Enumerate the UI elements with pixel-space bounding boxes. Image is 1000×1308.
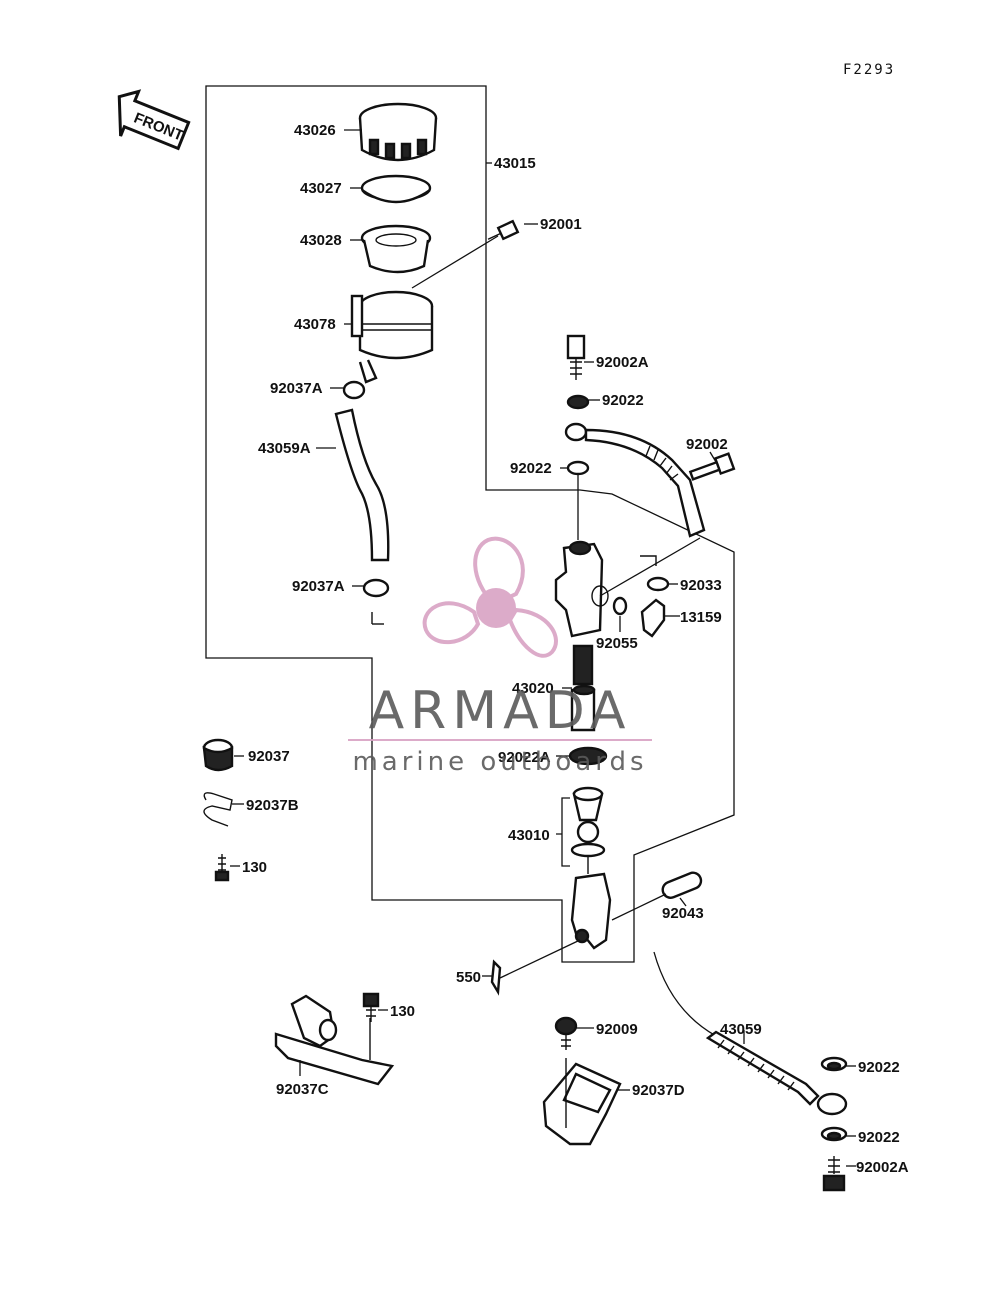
washer-92022-b [566,460,590,476]
washer-92022-d [820,1126,848,1142]
label-92002a-bottom: 92002A [856,1159,909,1176]
label-92037d: 92037D [632,1082,685,1099]
watermark-logo: ARMADA marine outboards [348,536,652,777]
banjo-bolt-bottom [822,1156,846,1192]
front-arrow-icon: FRONT [117,89,191,151]
watermark-brand: ARMADA [369,681,632,741]
label-92055: 92055 [596,635,638,652]
assembly-boundary-43015 [205,85,735,963]
reservoir-hose [334,408,390,562]
reservoir-cap [358,102,438,162]
reservoir [350,290,434,384]
label-43010: 43010 [508,827,550,844]
label-92002: 92002 [686,436,728,453]
label-92022-c: 92022 [858,1059,900,1076]
label-92002a-top: 92002A [596,354,649,371]
label-92037c: 92037C [276,1081,329,1098]
screw-130-b [362,992,380,1022]
label-92043: 92043 [662,905,704,922]
label-43027: 43027 [300,180,342,197]
propeller-icon [422,536,558,658]
hose-clamp-top [342,380,366,400]
watermark-tagline: marine outboards [352,747,647,777]
washer-92022-c [820,1056,848,1072]
washer-92022-a [566,394,590,410]
label-550: 550 [456,969,481,986]
brake-hose-lower [705,1030,848,1116]
guard-92037d [542,1058,622,1146]
label-92037a-top: 92037A [270,380,323,397]
grommet-92037 [202,738,234,772]
hose-fitting-13159 [640,598,666,638]
label-92022-a: 92022 [602,392,644,409]
label-92037: 92037 [248,748,290,765]
label-43015: 43015 [494,155,536,172]
screw-130-a [214,854,230,882]
oring-92033 [646,576,670,592]
banjo-bolt-top [566,334,586,380]
wire-clip [203,792,233,827]
label-92022-b: 92022 [510,460,552,477]
piston-boot [570,786,606,874]
label-43078: 43078 [294,316,336,333]
label-92033: 92033 [680,577,722,594]
label-92009: 92009 [596,1021,638,1038]
oring-92055 [612,596,628,616]
label-92037b: 92037B [246,797,299,814]
label-130-a: 130 [242,859,267,876]
label-92022-d: 92022 [858,1129,900,1146]
label-43059: 43059 [720,1021,762,1038]
label-43020: 43020 [512,680,554,697]
hose-clamp-bottom [362,578,390,625]
bracket-92037c [274,994,395,1086]
figure-code: F2293 [843,62,895,78]
bolt-92002 [688,452,736,481]
label-92037a-bottom: 92037A [292,578,345,595]
piston-spring [570,644,596,732]
label-92001: 92001 [540,216,582,233]
label-43028: 43028 [300,232,342,249]
clevis-pin [661,871,703,899]
bolt-92009 [554,1016,578,1050]
bolt-92001 [487,219,520,241]
brake-hose-upper [564,422,706,538]
diaphragm-plate [360,174,432,204]
master-cylinder-body [554,540,609,638]
cotter-pin [490,959,502,996]
label-130-b: 130 [390,1003,415,1020]
label-13159: 13159 [680,609,722,626]
label-92022a: 92022A [498,749,551,766]
diaphragm [360,224,432,274]
label-43059a: 43059A [258,440,311,457]
label-43026: 43026 [294,122,336,139]
brake-hose-lower-leader [653,951,717,1037]
